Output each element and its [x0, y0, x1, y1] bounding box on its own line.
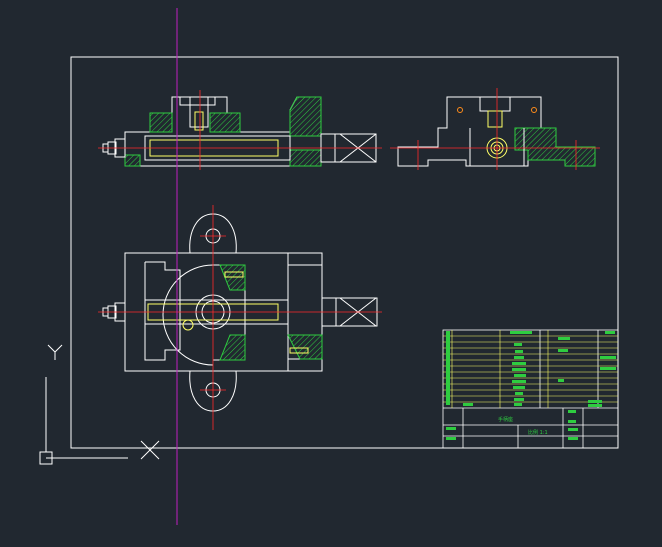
top-view[interactable] [102, 213, 378, 412]
bom-text-marks [446, 331, 616, 440]
side-view[interactable] [397, 96, 596, 167]
title-block-scale: 比例 1:1 [528, 429, 548, 436]
bom-rows [443, 330, 618, 408]
drawing-frame [70, 56, 619, 449]
title-block-name: 手柄座 [498, 416, 513, 423]
title-block[interactable] [442, 329, 619, 449]
ucs-axis-icon [39, 344, 160, 465]
front-view[interactable] [102, 96, 377, 167]
